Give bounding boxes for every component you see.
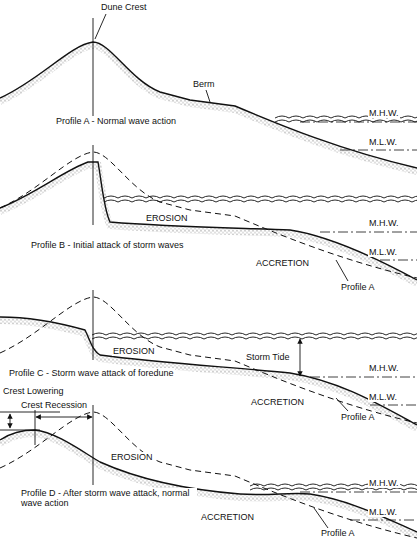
beach-profile: [0, 317, 417, 425]
callout-label: Profile A: [340, 412, 376, 422]
callout-label: Profile A: [340, 282, 376, 292]
process-label: EROSION: [112, 346, 156, 356]
dimension-label: Storm Tide: [245, 352, 291, 362]
process-label: ACCRETION: [200, 512, 255, 522]
tide-level-label: M.L.W.: [368, 392, 398, 402]
original-profile-dashed: [0, 412, 417, 538]
beach-profile: [0, 430, 417, 532]
leader-line: [336, 398, 348, 411]
water-wave: [104, 196, 417, 198]
tide-level-label: M.L.W.: [368, 507, 398, 517]
callout-label: Profile A: [320, 528, 356, 538]
tide-level-line: [300, 122, 417, 123]
leader-line: [314, 508, 328, 528]
tide-level-line: [380, 260, 417, 261]
sand-layer: [0, 166, 417, 284]
crest-recession-arrow: [36, 417, 92, 418]
profile-caption: Profile D - After storm wave attack, nor…: [20, 488, 197, 509]
profile-caption: Profile C - Storm wave attack of foredun…: [8, 368, 175, 378]
water-wave: [92, 333, 417, 335]
leader-line: [336, 260, 348, 281]
tide-level-label: M.H.W.: [368, 478, 400, 488]
sand-layer: [0, 46, 417, 172]
process-label: ACCRETION: [255, 258, 310, 268]
tide-level-label: M.L.W.: [368, 137, 398, 147]
sand-layer: [0, 434, 417, 536]
crest-line: [93, 405, 94, 485]
profile-caption: Profile B - Initial attack of storm wave…: [30, 240, 185, 250]
sand-layer: [0, 321, 417, 429]
crest-level-line: [0, 412, 60, 413]
tide-level-line: [310, 377, 417, 378]
crest-line: [35, 405, 36, 445]
beach-profile: [0, 162, 417, 280]
storm-tide-arrow: [300, 339, 301, 376]
tide-level-label: M.H.W.: [368, 108, 400, 118]
water-wave: [275, 120, 417, 122]
callout-label: Berm: [192, 79, 216, 89]
dimension-label: Crest Lowering: [2, 386, 65, 396]
leader-line: [95, 14, 106, 39]
original-profile-dashed: [0, 297, 417, 423]
water-wave: [92, 337, 417, 339]
process-label: ACCRETION: [250, 397, 305, 407]
water-wave: [104, 200, 417, 202]
leader-line: [206, 90, 210, 102]
original-profile-dashed: [0, 152, 417, 278]
dimension-label: Crest Recession: [20, 400, 88, 410]
crest-lowering-arrow: [10, 414, 11, 428]
profile-caption: Profile A - Normal wave action: [55, 116, 177, 126]
tide-level-line: [300, 492, 417, 493]
process-label: EROSION: [110, 452, 154, 462]
callout-label: Dune Crest: [100, 2, 148, 12]
tide-level-line: [320, 232, 417, 233]
tide-level-label: M.L.W.: [368, 247, 398, 257]
crest-line: [93, 18, 94, 118]
process-label: EROSION: [145, 213, 189, 223]
beach-profile: [0, 42, 417, 168]
crest-line: [93, 145, 94, 225]
tide-level-label: M.H.W.: [368, 363, 400, 373]
tide-level-label: M.H.W.: [368, 218, 400, 228]
